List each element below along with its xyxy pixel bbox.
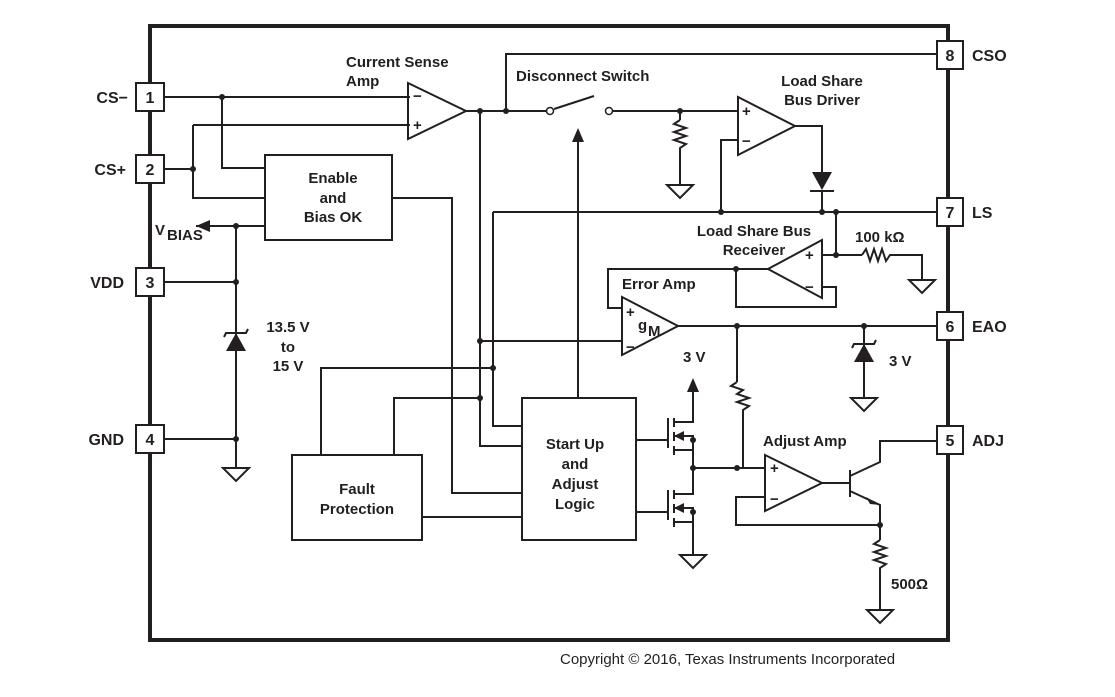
ground-icon — [864, 609, 896, 625]
gm-label: g — [638, 317, 647, 334]
pin-8: 8 CSO — [936, 40, 1007, 70]
bus-driver-amp-symbol — [737, 95, 798, 157]
startup-logic-block — [521, 397, 637, 541]
ground-icon — [677, 554, 709, 570]
block-label: and — [562, 456, 589, 473]
pin-4: 4 GND — [88, 424, 165, 454]
bus-driver-label: Load Share — [781, 73, 863, 90]
zener-eao-label: 3 V — [889, 353, 912, 370]
current-sense-amp-symbol — [407, 81, 469, 141]
arrow-left-icon — [196, 220, 210, 232]
pin-5: 5 ADJ — [936, 425, 1004, 455]
minus-sign: − — [413, 88, 422, 105]
pin-number: 1 — [146, 90, 155, 107]
resistor-500-label: 500Ω — [891, 576, 928, 593]
vbias-subscript: BIAS — [167, 227, 203, 244]
error-amp-symbol — [621, 295, 681, 357]
ground-icons — [220, 184, 938, 625]
minus-sign: − — [805, 279, 814, 296]
pin-number: 6 — [946, 319, 955, 336]
pin-number: 2 — [146, 162, 155, 179]
block-label: Adjust — [552, 476, 599, 493]
pin-label: EAO — [972, 319, 1007, 336]
block-label: Logic — [555, 496, 595, 513]
pin-number: 3 — [146, 275, 155, 292]
bus-driver-label: Bus Driver — [784, 92, 860, 109]
junction-dots — [190, 94, 883, 528]
plus-sign: + — [413, 117, 422, 134]
zener-eao-icon — [851, 339, 877, 362]
error-amp-label: Error Amp — [622, 276, 696, 293]
minus-sign: − — [626, 339, 635, 356]
pin-number: 4 — [146, 432, 155, 449]
ground-icon — [906, 279, 938, 295]
arrow-up-icon — [687, 378, 699, 392]
zener-vdd-icon — [223, 328, 249, 351]
zener-vdd-label: 15 V — [273, 358, 304, 375]
block-label: Bias OK — [304, 209, 363, 226]
pin-label: VDD — [90, 275, 124, 292]
pin-label: GND — [88, 432, 124, 449]
arrow-up-icon — [572, 128, 584, 142]
mosfet-arrow-icon — [674, 431, 684, 441]
copyright-text: Copyright © 2016, Texas Instruments Inco… — [560, 651, 896, 668]
adjust-amp-symbol — [764, 453, 825, 513]
pin-label: CS− — [96, 90, 128, 107]
pin-label: CSO — [972, 48, 1007, 65]
plus-sign: + — [742, 103, 751, 120]
wires — [164, 53, 937, 610]
pin-number: 7 — [946, 205, 955, 222]
current-sense-amp-label: Amp — [346, 73, 379, 90]
block-label: Fault — [339, 481, 375, 498]
pin-label: CS+ — [94, 162, 126, 179]
pin-2: 2 CS+ — [94, 154, 165, 184]
pin-3: 3 VDD — [90, 267, 165, 297]
minus-sign: − — [742, 133, 751, 150]
ground-icon — [848, 397, 880, 413]
pin-label: LS — [972, 205, 993, 222]
block-label: Protection — [320, 501, 394, 518]
block-label: and — [320, 190, 347, 207]
resistor-100k-label: 100 kΩ — [855, 229, 905, 246]
zener-vdd-label: 13.5 V — [266, 319, 309, 336]
pin-number: 8 — [946, 48, 955, 65]
pin-7: 7 LS — [936, 197, 993, 227]
ground-icon — [664, 184, 696, 200]
pin-6: 6 EAO — [936, 311, 1007, 341]
supply-3v-label: 3 V — [683, 349, 706, 366]
plus-sign: + — [770, 460, 779, 477]
gm-subscript: M — [648, 323, 661, 340]
bus-receiver-label: Receiver — [723, 242, 786, 259]
disconnect-switch-label: Disconnect Switch — [516, 68, 649, 85]
block-label: Enable — [308, 170, 357, 187]
ground-icon — [220, 467, 252, 483]
transistor-emitter-icon — [866, 497, 880, 505]
enable-bias-block — [264, 154, 393, 241]
switch-contact — [604, 106, 614, 116]
zener-vdd-label: to — [281, 339, 295, 356]
diode-icon — [812, 172, 832, 190]
block-label: Start Up — [546, 436, 604, 453]
pin-label: ADJ — [972, 433, 1004, 450]
fault-protection-block — [291, 454, 423, 541]
vbias-label: V — [155, 222, 165, 239]
bus-receiver-label: Load Share Bus — [697, 223, 811, 240]
mosfet-arrow-icon — [674, 503, 684, 513]
current-sense-amp-label: Current Sense — [346, 54, 449, 71]
plus-sign: + — [626, 304, 635, 321]
pin-number: 5 — [946, 433, 955, 450]
adjust-amp-label: Adjust Amp — [763, 433, 847, 450]
minus-sign: − — [770, 491, 779, 508]
bus-receiver-amp-symbol — [765, 238, 823, 300]
pin-1: 1 CS− — [96, 82, 165, 112]
plus-sign: + — [805, 247, 814, 264]
switch-contact — [545, 106, 555, 116]
